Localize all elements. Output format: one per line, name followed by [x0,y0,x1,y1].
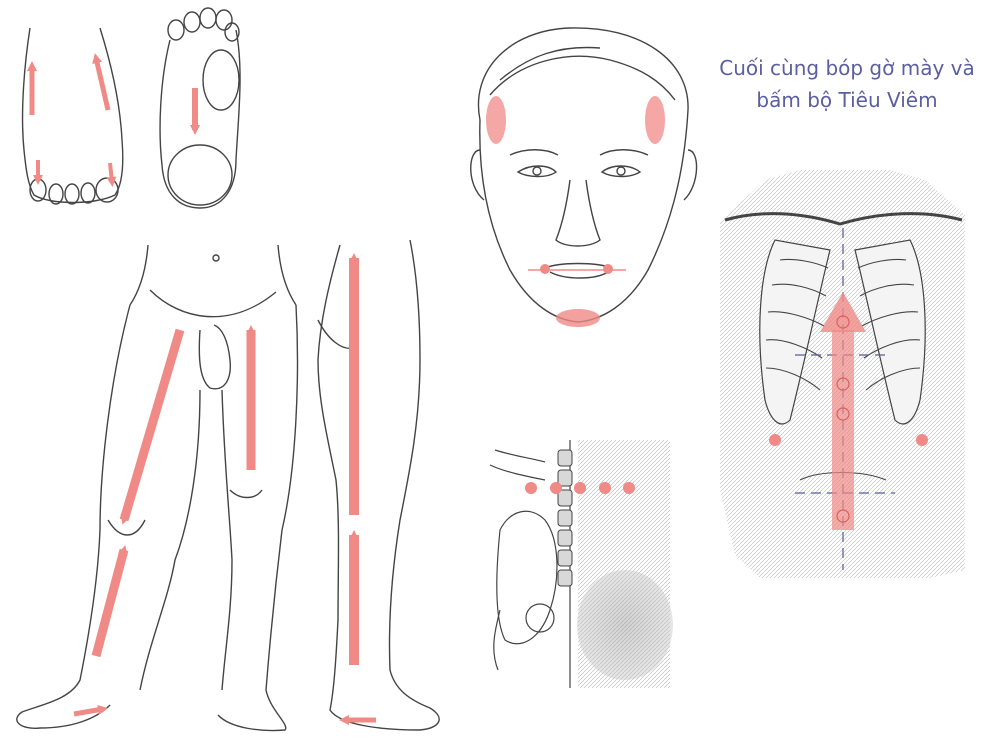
face-illustration [471,28,697,322]
eyebrow-ridge-marker [486,96,506,144]
point-marker [574,482,586,494]
caption-line-1: Cuối cùng bóp gờ mày và [700,52,994,84]
arrow-marker [96,58,108,110]
point-marker [599,482,611,494]
foot-dorsal-markers [32,58,112,182]
point-marker [603,264,613,274]
instruction-caption: Cuối cùng bóp gờ mày và bấm bộ Tiêu Viêm [700,52,994,116]
arrow-marker [832,330,854,530]
point-marker [916,434,928,446]
arrow-marker [110,163,112,182]
arrow-marker [96,550,124,656]
leg-side-markers [344,258,376,720]
arrow-marker [124,330,180,520]
point-marker [769,434,781,446]
legs-front-illustration [17,245,298,730]
foot-sole-illustration [160,8,240,208]
caption-line-2: bấm bộ Tiêu Viêm [700,84,994,116]
chin-marker [556,309,600,327]
point-marker [525,482,537,494]
face-markers [486,96,665,327]
leg-side-illustration [318,240,439,730]
lower-back-anatomy-illustration [485,440,673,688]
point-marker [550,482,562,494]
point-marker [623,482,635,494]
eyebrow-ridge-marker [645,96,665,144]
point-marker [540,264,550,274]
